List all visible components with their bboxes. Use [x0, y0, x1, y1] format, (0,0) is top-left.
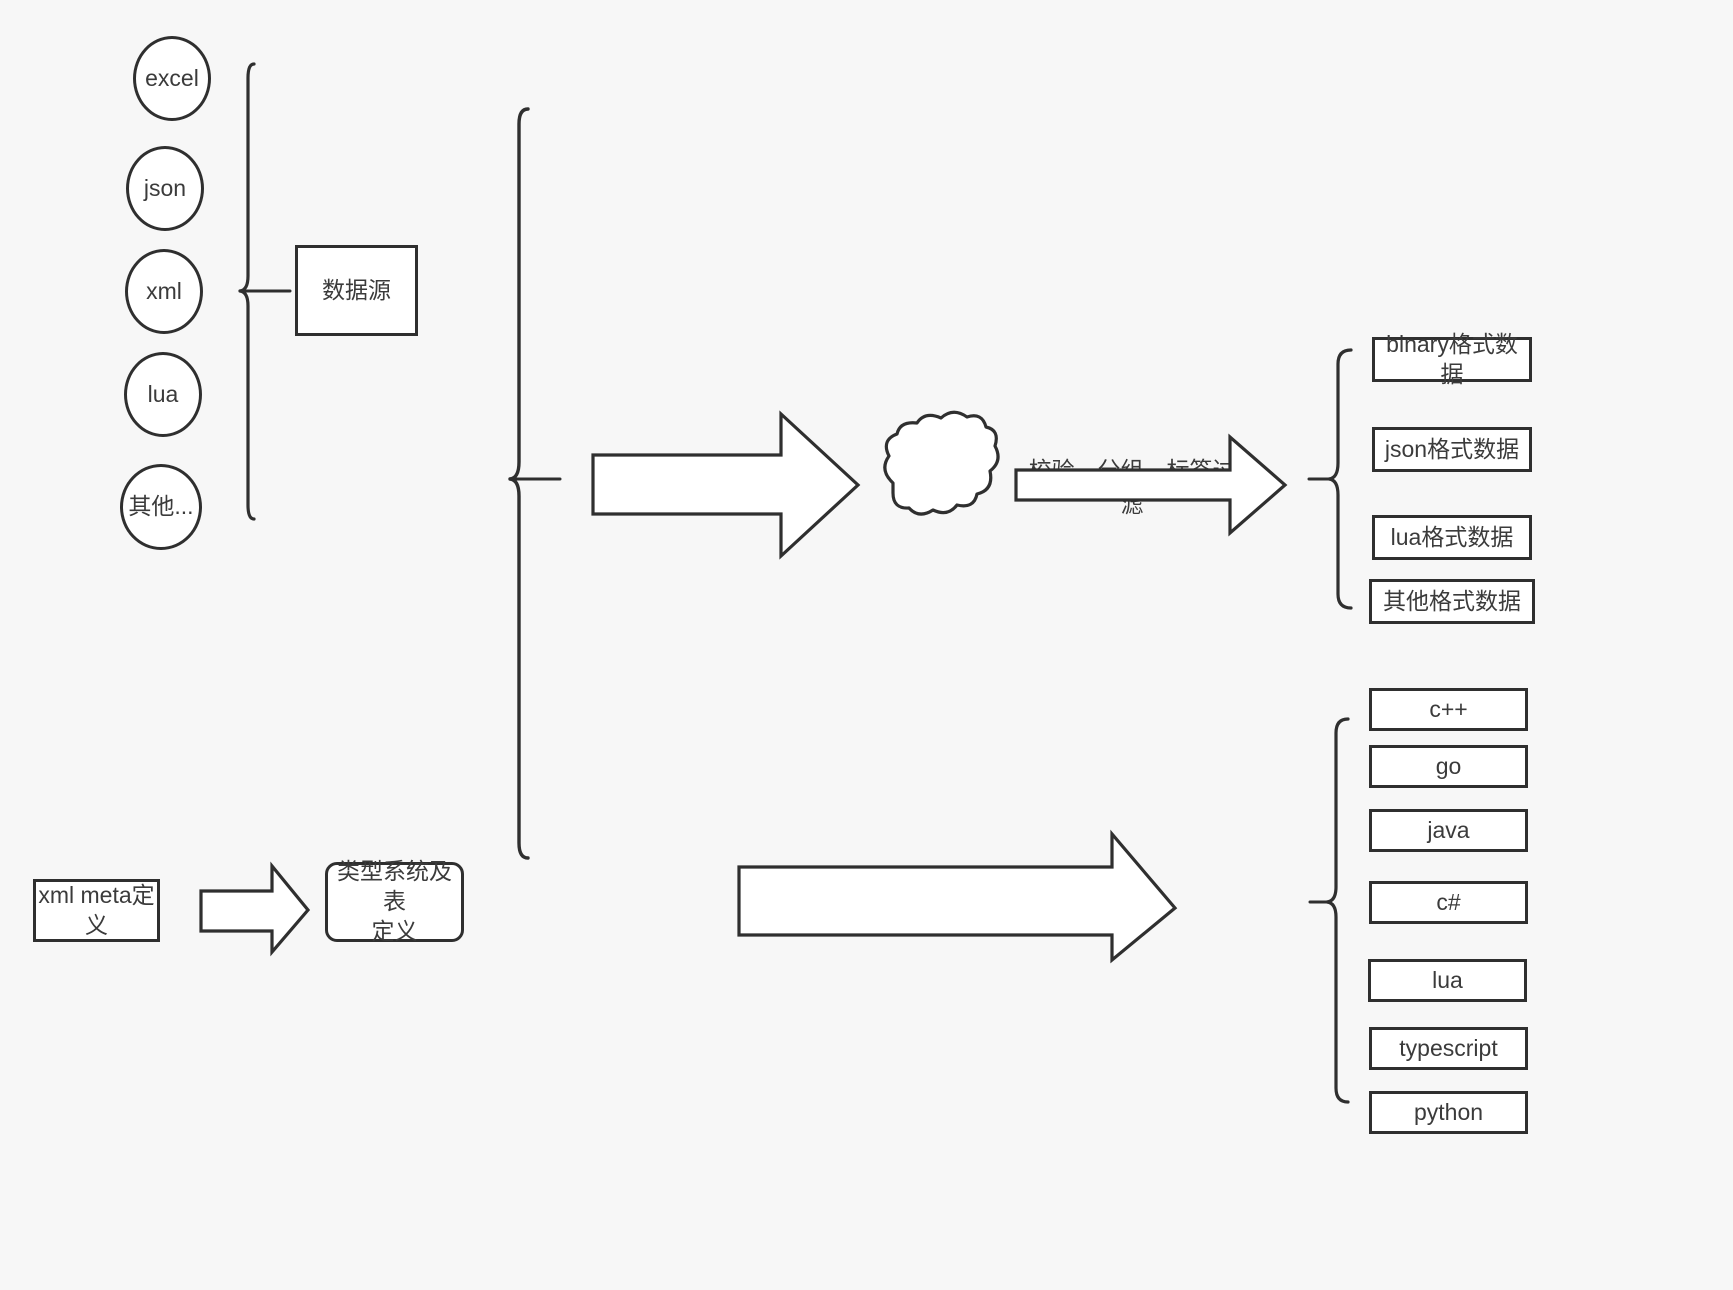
- filter-arrow-label: 校验、分组、标签过滤: [1028, 457, 1236, 517]
- source-node-label: xml: [146, 277, 182, 304]
- load-arrow-label: 加载和解析: [657, 474, 773, 500]
- source-node-excel[interactable]: excel: [133, 36, 211, 121]
- output-lang-label: typescript: [1399, 1034, 1498, 1061]
- output-lang-lua[interactable]: lua: [1368, 959, 1527, 1002]
- internal-data-label: 内部数据: [896, 475, 980, 498]
- type-system-box[interactable]: 类型系统及表 定义: [325, 858, 464, 944]
- output-lang-typescript[interactable]: typescript: [1369, 1027, 1528, 1070]
- output-lang-label: lua: [1432, 966, 1463, 993]
- output-lang-go[interactable]: go: [1369, 745, 1528, 788]
- source-node-lua[interactable]: lua: [124, 352, 202, 437]
- output-lang-python[interactable]: python: [1369, 1091, 1528, 1134]
- filter-arrow-label-wrap: 校验、分组、标签过滤: [1022, 455, 1242, 517]
- data-source-label: 数据源: [322, 276, 391, 303]
- compile-arrow-label: 编译: [222, 900, 264, 924]
- xml-meta-box[interactable]: xml meta定义: [33, 879, 160, 942]
- output-lang-label: java: [1427, 816, 1470, 843]
- output-lang-label: python: [1413, 1098, 1484, 1125]
- output-lang-label: c#: [1436, 888, 1461, 915]
- source-node-label: lua: [147, 380, 179, 407]
- type-system-label: 类型系统及表 定义: [337, 858, 452, 944]
- internal-data-label-wrap: 内部数据: [888, 455, 988, 515]
- source-group-brace: [240, 64, 290, 519]
- output-lang-label: go: [1435, 752, 1462, 779]
- language-group-brace: [1310, 719, 1348, 1102]
- data-format-brace: [1309, 350, 1351, 608]
- output-format-binary[interactable]: binary格式数据: [1372, 331, 1532, 387]
- output-format-label: lua格式数据: [1390, 523, 1514, 550]
- source-node-label: 其他...: [128, 493, 194, 520]
- source-node-label: excel: [145, 64, 199, 91]
- source-node-label: json: [143, 174, 187, 201]
- output-format-label: 其他格式数据: [1383, 587, 1521, 614]
- source-node-xml[interactable]: xml: [125, 249, 203, 334]
- output-lang-cpp[interactable]: c++: [1369, 688, 1528, 731]
- data-source-box[interactable]: 数据源: [295, 245, 418, 336]
- pipeline-input-brace: [510, 109, 560, 858]
- output-format-label: binary格式数据: [1386, 330, 1518, 387]
- output-lang-csharp[interactable]: c#: [1369, 881, 1528, 924]
- xml-meta-label: xml meta定义: [38, 881, 155, 938]
- output-lang-java[interactable]: java: [1369, 809, 1528, 852]
- source-node-json[interactable]: json: [126, 146, 204, 231]
- load-arrow-label-wrap: 加载和解析: [600, 455, 830, 515]
- compile-arrow-label-wrap: 编译: [212, 889, 274, 932]
- output-format-label: json格式数据: [1384, 435, 1520, 462]
- output-lang-label: c++: [1429, 695, 1468, 722]
- codegen-arrow-label: 根据定义生成代码: [843, 899, 1027, 925]
- output-format-other[interactable]: 其他格式数据: [1369, 579, 1535, 624]
- output-format-json[interactable]: json格式数据: [1372, 427, 1532, 472]
- output-format-lua[interactable]: lua格式数据: [1372, 515, 1532, 560]
- source-node-other[interactable]: 其他...: [120, 464, 202, 550]
- codegen-arrow-label-wrap: 根据定义生成代码: [745, 880, 1125, 940]
